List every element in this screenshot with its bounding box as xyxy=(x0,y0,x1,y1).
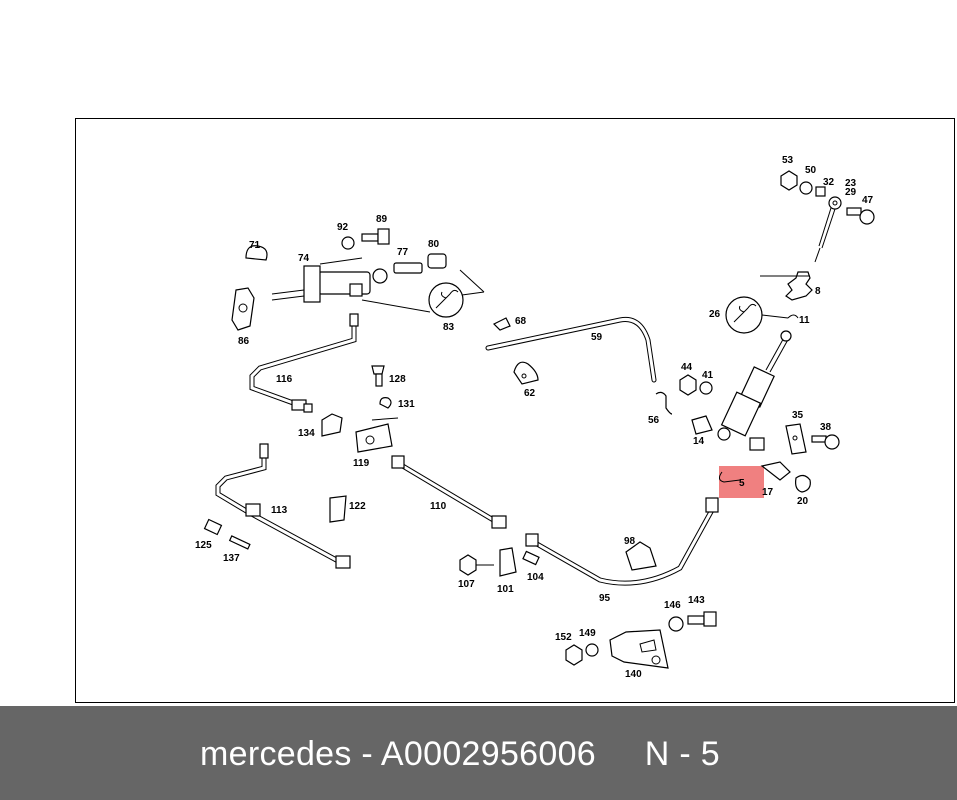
hose-110 xyxy=(391,455,507,529)
label-116: 116 xyxy=(276,374,293,385)
parts-diagram: 53 50 32 23 29 47 92 89 71 74 77 80 8 26… xyxy=(195,155,875,680)
label-11: 11 xyxy=(799,315,810,326)
label-59: 59 xyxy=(591,332,603,343)
label-23: 23 xyxy=(845,178,857,189)
label-74: 74 xyxy=(298,253,310,264)
diagram-frame xyxy=(75,118,955,703)
label-26: 26 xyxy=(709,309,721,320)
label-134: 134 xyxy=(298,428,315,439)
label-32: 32 xyxy=(823,177,835,188)
label-110: 110 xyxy=(430,501,447,512)
wrench-icon-83 xyxy=(361,269,485,318)
label-86: 86 xyxy=(238,336,250,347)
label-56: 56 xyxy=(648,415,660,426)
label-95: 95 xyxy=(599,593,611,604)
label-89: 89 xyxy=(376,214,388,225)
label-47: 47 xyxy=(862,195,874,206)
part-labels: 53 50 32 23 29 47 92 89 71 74 77 80 8 26… xyxy=(195,155,874,680)
part-boot-8 xyxy=(760,271,813,319)
label-104: 104 xyxy=(527,572,544,583)
footer-bar xyxy=(0,706,957,800)
master-cylinder-5 xyxy=(655,330,840,493)
label-143: 143 xyxy=(688,595,705,606)
pipe-116 xyxy=(249,313,359,413)
bracket-140 xyxy=(565,611,717,669)
bracket-group-119 xyxy=(321,365,399,453)
label-71: 71 xyxy=(249,240,261,251)
label-77: 77 xyxy=(397,247,409,258)
wrench-icon-26 xyxy=(725,296,789,334)
label-80: 80 xyxy=(428,239,440,250)
label-14: 14 xyxy=(693,436,705,447)
label-17: 17 xyxy=(762,487,774,498)
label-92: 92 xyxy=(337,222,349,233)
label-62: 62 xyxy=(524,388,536,399)
label-131: 131 xyxy=(398,399,415,410)
label-50: 50 xyxy=(805,165,817,176)
label-146: 146 xyxy=(664,600,681,611)
part-group-top-right xyxy=(780,170,875,263)
label-38: 38 xyxy=(820,422,832,433)
label-122: 122 xyxy=(349,501,366,512)
label-107: 107 xyxy=(458,579,475,590)
label-20: 20 xyxy=(797,496,809,507)
pipe-113 xyxy=(203,443,351,569)
label-44: 44 xyxy=(681,362,693,373)
label-8: 8 xyxy=(815,286,821,297)
label-53: 53 xyxy=(782,155,794,166)
label-35: 35 xyxy=(792,410,804,421)
label-83: 83 xyxy=(443,322,455,333)
label-101: 101 xyxy=(497,584,514,595)
pipe-95 xyxy=(459,497,719,586)
label-125: 125 xyxy=(195,540,212,551)
label-113: 113 xyxy=(271,505,288,516)
hose-59 xyxy=(485,316,657,385)
label-152: 152 xyxy=(555,632,572,643)
label-149: 149 xyxy=(579,628,596,639)
label-140: 140 xyxy=(625,669,642,680)
label-137: 137 xyxy=(223,553,240,564)
label-98: 98 xyxy=(624,536,636,547)
label-41: 41 xyxy=(702,370,714,381)
part-number-caption: mercedes - A0002956006 N - 5 xyxy=(200,735,720,773)
label-29: 29 xyxy=(845,187,857,198)
slave-cylinder-74 xyxy=(231,228,447,331)
label-68: 68 xyxy=(515,316,527,327)
label-119: 119 xyxy=(353,458,370,469)
label-128: 128 xyxy=(389,374,406,385)
label-5: 5 xyxy=(739,478,745,489)
